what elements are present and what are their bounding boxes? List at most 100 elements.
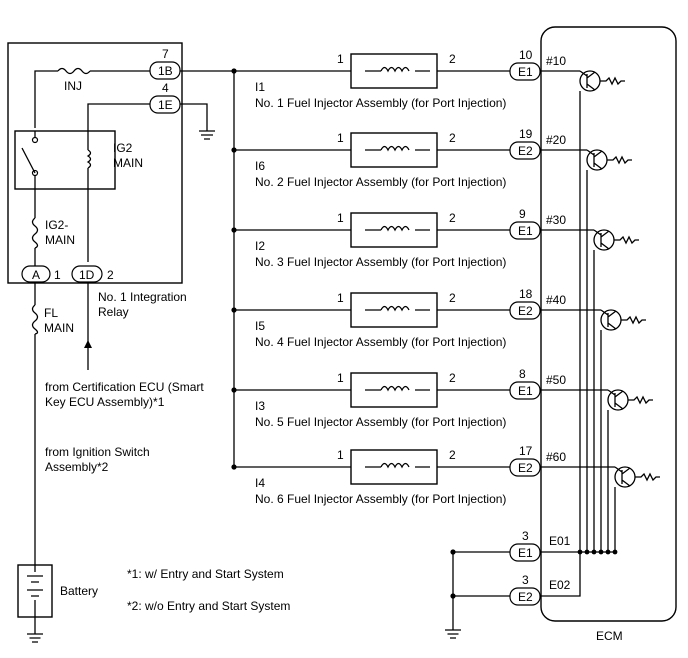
- ecm-connector-id: E1: [518, 65, 533, 79]
- injector-pin-right: 2: [449, 211, 456, 225]
- connector-1E-id: 1E: [158, 98, 173, 112]
- ecm-ground-connector-id: E2: [518, 590, 533, 604]
- injector-pin-left: 1: [337, 131, 344, 145]
- injector-pin-right: 2: [449, 52, 456, 66]
- transistor-leads: [600, 309, 617, 330]
- ecm-connector-id: E1: [518, 384, 533, 398]
- ecm-connector-id: E2: [518, 461, 533, 475]
- bus-junction-dot: [231, 68, 237, 74]
- connector-1D-pin: 2: [107, 268, 114, 282]
- transistor-leads: [579, 70, 596, 91]
- inj-fuse-icon: [57, 67, 91, 75]
- ecm-connector: [509, 221, 541, 240]
- connector-1D-id: 1D: [79, 268, 95, 282]
- bus-junction-dot: [231, 147, 237, 153]
- ecm-connector-id: E2: [518, 304, 533, 318]
- injector-pin-left: 1: [337, 371, 344, 385]
- connector-A-pin: 1: [54, 268, 61, 282]
- connector-A-id: A: [32, 268, 40, 282]
- ecm-pin-number: 19: [519, 127, 533, 141]
- relay-caption-1: No. 1 Integration: [98, 290, 187, 304]
- relay-switch-arm: [21, 147, 36, 174]
- ecm-pin-number: 9: [519, 207, 526, 221]
- connector-1E-pin: 4: [162, 81, 169, 95]
- fl-main-label-1: FL: [44, 306, 58, 320]
- connector-1B-pin: 7: [162, 47, 169, 61]
- relay-caption-2: Relay: [98, 305, 129, 319]
- battery-circuit: FL MAIN from Certification ECU (Smart Ke…: [17, 282, 290, 643]
- injector-name: No. 5 Fuel Injector Assembly (for Port I…: [255, 415, 506, 429]
- ecm-connector: [509, 141, 541, 160]
- ecm-pin-number: 8: [519, 367, 526, 381]
- injector-pin-right: 2: [449, 131, 456, 145]
- fl-main-fuse-icon: [31, 304, 39, 335]
- battery-ground-icon: [27, 617, 43, 643]
- base-resistor-icon: [635, 472, 660, 482]
- injector-coil-icon: [380, 66, 410, 73]
- ecm-connector: [509, 62, 541, 81]
- connector-1B-id: 1B: [158, 64, 173, 78]
- injector-coil-icon: [380, 305, 410, 312]
- injector-coil-icon: [380, 225, 410, 232]
- transistor-icon: [614, 466, 636, 488]
- injector-ref: I3: [255, 399, 265, 413]
- bus-junction-dot: [231, 464, 237, 470]
- ignition-note-2: Assembly*2: [45, 460, 109, 474]
- base-resistor-icon: [628, 395, 653, 405]
- injector-ref: I4: [255, 476, 265, 490]
- integration-relay: INJ 1B 7 1E 4 IG2 MAIN IG2- MAIN A 1 1D …: [7, 42, 215, 319]
- relay-ground-icon: [199, 130, 215, 140]
- battery-label: Battery: [60, 584, 98, 598]
- base-resistor-icon: [600, 76, 625, 86]
- injector-pin-left: 1: [337, 211, 344, 225]
- source-arrow-icon: [84, 340, 92, 348]
- transistor-leads: [607, 389, 624, 410]
- ecm-signal-label: #20: [546, 133, 566, 147]
- connector-A: [21, 265, 51, 283]
- relay-1E-wire: [87, 103, 208, 262]
- certification-note-1: from Certification ECU (Smart: [45, 380, 204, 394]
- transistor-icon: [600, 309, 622, 331]
- ig2-main-fuse-label-1: IG2-: [45, 218, 68, 232]
- ecm-connector-id: E2: [518, 144, 533, 158]
- ground-wire: [453, 552, 581, 597]
- injector-coil-icon: [380, 385, 410, 392]
- injector-name: No. 6 Fuel Injector Assembly (for Port I…: [255, 492, 506, 506]
- relay-coil-icon: [86, 131, 92, 189]
- transistor-icon: [586, 149, 608, 171]
- ecm-signal-label: #50: [546, 373, 566, 387]
- injector-ref: I2: [255, 239, 265, 253]
- injector-ref: I6: [255, 159, 265, 173]
- ecm-ground-connector: [509, 543, 541, 562]
- ecm-ground-connector-id: E1: [518, 546, 533, 560]
- injector-pin-left: 1: [337, 448, 344, 462]
- injector-pin-left: 1: [337, 52, 344, 66]
- ecm-connector: [509, 458, 541, 477]
- fl-main-label-2: MAIN: [44, 321, 74, 335]
- injector-name: No. 1 Fuel Injector Assembly (for Port I…: [255, 96, 506, 110]
- injector-coil-icon: [380, 462, 410, 469]
- ig2-main-label-2: MAIN: [113, 156, 143, 170]
- ecm-ground-icon: [445, 552, 461, 639]
- ecm-connector: [509, 301, 541, 320]
- ecm-ground-pin: 3: [522, 573, 529, 587]
- ig2-main-fuse-label-2: MAIN: [45, 233, 75, 247]
- injector-coil-icon: [380, 145, 410, 152]
- ecm-ground-signal: E01: [549, 534, 571, 548]
- bus-junction-dot: [231, 307, 237, 313]
- ecm-label: ECM: [596, 629, 623, 643]
- relay-inj-wire: [34, 70, 150, 128]
- injector-name: No. 3 Fuel Injector Assembly (for Port I…: [255, 255, 506, 269]
- ecm-signal-label: #30: [546, 213, 566, 227]
- battery-icon: [27, 565, 43, 617]
- ignition-note-1: from Ignition Switch: [45, 445, 150, 459]
- ecm-signal-label: #10: [546, 54, 566, 68]
- ecm-signal-label: #60: [546, 450, 566, 464]
